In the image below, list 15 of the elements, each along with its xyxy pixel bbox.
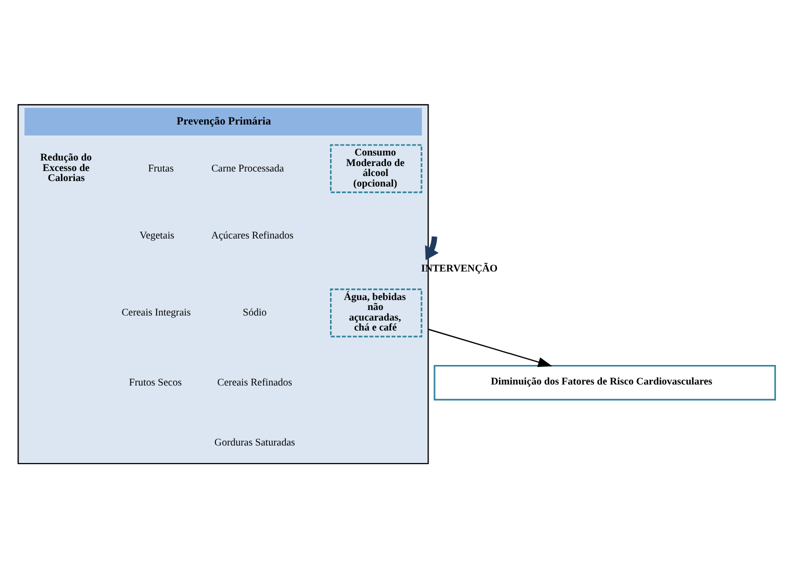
arrow: [425, 236, 439, 260]
label: Açúcares Refinados: [211, 230, 294, 241]
node-box: Água, bebidas não açucaradas, chá e café: [330, 288, 422, 337]
label: Carne Processada: [211, 162, 284, 174]
label: Redução do Excesso de Calorias: [40, 152, 92, 184]
label: Frutos Secos: [129, 376, 182, 388]
label: Sódio: [242, 307, 267, 318]
label: Gorduras Saturadas: [214, 437, 296, 448]
node-box: Consumo Moderado de álcool (opcional): [330, 144, 422, 193]
arrow: [428, 328, 552, 366]
label: Cereais Integrais: [122, 307, 191, 318]
label: Frutas: [148, 162, 174, 174]
label: Cereais Refinados: [217, 376, 292, 388]
label: Vegetais: [140, 230, 174, 241]
node-box: Diminuição dos Fatores de Risco Cardiovasculares: [434, 364, 776, 400]
